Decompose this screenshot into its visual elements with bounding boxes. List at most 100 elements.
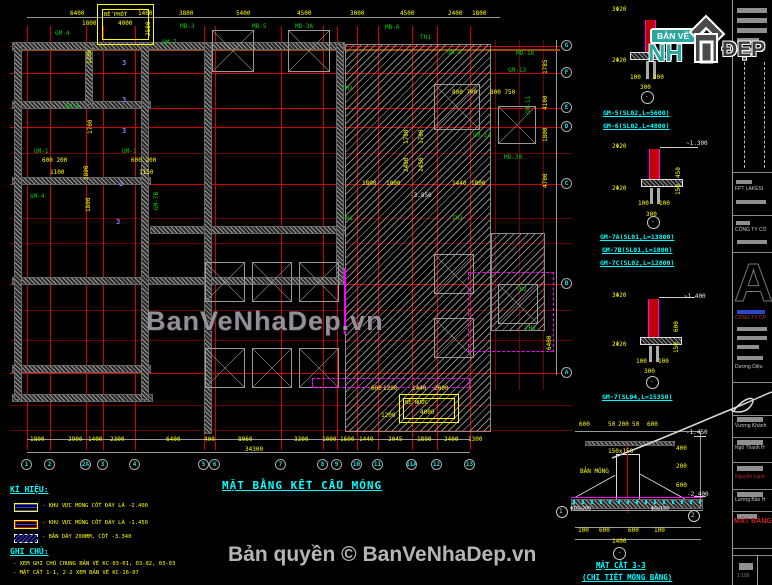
grid-bubble: 11	[372, 459, 383, 470]
cad-text: MB-3	[180, 23, 195, 30]
cad-text: MB-6	[385, 24, 400, 31]
cad-line	[732, 462, 772, 463]
cad-text: 600 200	[42, 157, 68, 164]
cad-text: MB-5	[252, 23, 267, 30]
cad-text: 4000	[118, 20, 133, 27]
cad-text: 3	[122, 59, 127, 67]
cad-line	[323, 26, 324, 450]
cad-line	[27, 439, 470, 440]
cad-line	[732, 489, 772, 490]
legend-swatch-2	[14, 520, 38, 529]
cad-line	[556, 506, 568, 518]
legend-item-2: - KHU VỰC MÓNG CỐT ĐÁY LÀ -1.450	[42, 520, 148, 526]
cad-line	[205, 348, 245, 388]
cad-text: 1400	[88, 436, 103, 443]
grid-bubble: 6	[209, 459, 220, 470]
cad-text: 2900	[68, 436, 83, 443]
cad-line	[732, 555, 772, 556]
cad-line	[281, 26, 282, 450]
cad-line	[659, 297, 695, 298]
cad-line	[694, 496, 706, 497]
cad-text: 100	[654, 527, 665, 534]
cad-line	[640, 337, 682, 345]
grid-bubble: E	[561, 102, 572, 113]
cad-line	[744, 62, 745, 168]
project-name: FPT LAKESI	[735, 186, 764, 192]
grid-bubble: 5	[198, 459, 209, 470]
cad-line	[732, 382, 772, 383]
cad-line	[434, 318, 474, 358]
cad-line	[573, 500, 701, 504]
cad-line	[757, 555, 758, 585]
cad-text: GM-4	[55, 30, 70, 37]
grid-bubble: 7	[275, 459, 286, 470]
cad-text: 2Φ20	[612, 341, 627, 348]
cad-text: 600	[628, 527, 639, 534]
cad-text: 3800	[179, 10, 194, 17]
cad-text: 3Φ20	[612, 292, 627, 299]
level-mark: -3.850	[410, 192, 432, 199]
cad-line	[656, 346, 659, 362]
cad-text: Φ6a150	[651, 506, 670, 512]
cad-text: 1150	[139, 169, 154, 176]
cad-line	[660, 147, 698, 148]
cad-text: 300	[644, 368, 655, 375]
cad-text: 2Φ20	[612, 185, 627, 192]
cad-line	[646, 376, 659, 389]
cad-text: 100	[630, 74, 641, 81]
cad-line	[10, 243, 572, 244]
detail-label: GM-7C(SL02,L=12800)	[600, 259, 675, 267]
cad-line	[10, 108, 572, 109]
cad-line	[649, 149, 660, 181]
cad-line	[288, 30, 330, 72]
cad-text: 4500	[400, 10, 415, 17]
cad-line	[737, 492, 763, 497]
cad-line	[498, 284, 538, 324]
cad-text: -	[651, 218, 655, 225]
cad-text: GM-14	[473, 132, 492, 139]
cad-line	[737, 310, 765, 314]
detail-label: GM-5(SL02,L=5600)	[603, 109, 670, 117]
cad-line	[737, 466, 763, 471]
drawing-scale: 1:100	[737, 573, 750, 579]
cad-line	[10, 310, 572, 311]
cad-line	[700, 431, 701, 507]
cad-line	[737, 28, 767, 33]
grid-bubble: 10	[351, 459, 362, 470]
cad-text: GM-4	[30, 193, 45, 200]
cad-text: MD-3A	[295, 23, 314, 30]
cad-text: 3	[119, 180, 124, 188]
logo-text-dep: ĐẸP	[722, 38, 766, 61]
cad-line	[641, 179, 683, 187]
cad-text: 2300	[110, 436, 125, 443]
cad-line	[649, 346, 652, 362]
cad-line	[141, 42, 149, 400]
cad-line	[86, 26, 87, 450]
cad-text: 1400	[612, 538, 627, 545]
cad-line	[10, 430, 572, 431]
cad-text: 1440	[359, 436, 374, 443]
cad-text: GM-8	[447, 49, 462, 56]
cad-text: MD-18	[516, 50, 535, 57]
cad-text: 5400	[236, 10, 251, 17]
cad-line	[215, 26, 216, 450]
cad-line	[736, 221, 750, 225]
cad-line	[571, 510, 703, 511]
cad-line	[646, 61, 649, 79]
grid-bubble: 3	[97, 459, 108, 470]
cad-text: 100	[658, 358, 669, 365]
cad-line	[495, 40, 496, 390]
cad-text: 1	[559, 508, 563, 515]
cad-line	[737, 8, 767, 13]
cad-line	[575, 539, 701, 540]
cad-line	[434, 254, 474, 294]
cad-line	[12, 394, 153, 402]
legend-item-3: - BẢN DÀY 200MM, CỐT -3.340	[42, 534, 132, 540]
grid-bubble: 12	[431, 459, 442, 470]
cad-line	[732, 511, 772, 512]
grid-bubble: 1	[21, 459, 32, 470]
cad-text: 3	[122, 96, 127, 104]
cad-text: -	[618, 549, 622, 556]
